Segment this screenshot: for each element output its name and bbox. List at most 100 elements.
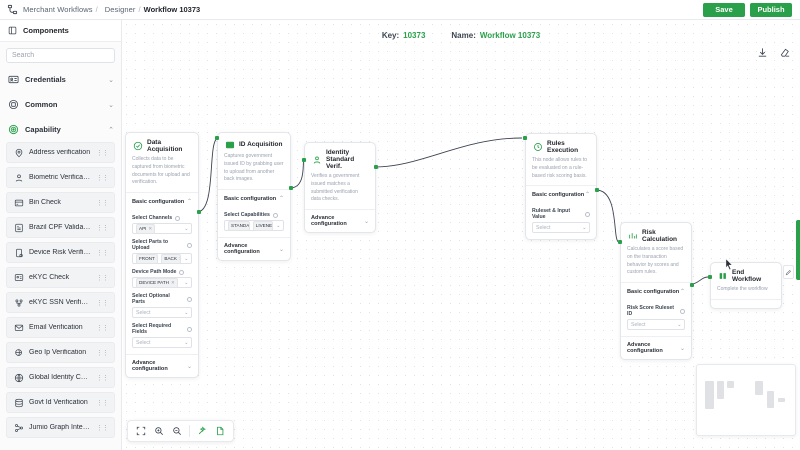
- node-port-output[interactable]: [374, 165, 378, 169]
- device-path-mode-input[interactable]: DEVICE PATH✕ ⌄: [132, 277, 192, 288]
- tag-chip[interactable]: API✕: [136, 223, 156, 234]
- remove-tag-icon[interactable]: ✕: [148, 225, 153, 231]
- node-section-basic-configuration[interactable]: Basic configuration ⌃: [526, 185, 596, 203]
- sidebar-item-bin-check[interactable]: Bin Check ⋮⋮: [6, 192, 115, 213]
- sidebar-item-address-verification[interactable]: Address verification ⋮⋮: [6, 142, 115, 163]
- chevron-down-icon[interactable]: ⌄: [108, 76, 114, 84]
- info-icon[interactable]: [187, 296, 192, 302]
- node-end-workflow[interactable]: End Workflow Complete the workflow: [710, 262, 782, 309]
- drag-handle-icon[interactable]: ⋮⋮: [96, 299, 109, 307]
- select-optional-parts-select[interactable]: Select ⌄: [132, 307, 192, 318]
- info-icon[interactable]: [179, 269, 185, 275]
- sidebar-item-jumio-graph-integration[interactable]: Jumio Graph Integra... ⋮⋮: [6, 417, 115, 438]
- download-icon[interactable]: [756, 46, 769, 59]
- chevron-down-icon[interactable]: ⌄: [276, 222, 280, 229]
- breadcrumb-designer[interactable]: Designer: [104, 5, 136, 14]
- chevron-down-icon[interactable]: ⌄: [184, 339, 188, 346]
- edit-pencil-icon[interactable]: [783, 265, 794, 279]
- node-risk-calculation[interactable]: Risk Calculation Calculates a score base…: [620, 222, 692, 360]
- node-section-advance-configuration[interactable]: Advance configuration ⌄: [305, 209, 375, 232]
- node-port-input[interactable]: [618, 240, 622, 244]
- drag-handle-icon[interactable]: ⋮⋮: [96, 199, 109, 207]
- drag-handle-icon[interactable]: ⋮⋮: [96, 399, 109, 407]
- select-parts-to-upload-input[interactable]: FRONT✕ BACK✕ ⌄: [132, 253, 192, 264]
- chevron-down-icon[interactable]: ⌄: [677, 321, 681, 328]
- select-channels-input[interactable]: API✕ ⌄: [132, 223, 192, 234]
- chevron-up-icon[interactable]: ⌃: [186, 199, 192, 205]
- node-port-input[interactable]: [215, 136, 219, 140]
- publish-button[interactable]: Publish: [750, 2, 792, 17]
- info-icon[interactable]: [680, 308, 685, 314]
- chevron-up-icon[interactable]: ⌃: [278, 196, 284, 202]
- tag-chip[interactable]: STANDARD✕: [228, 220, 250, 231]
- node-port-input[interactable]: [708, 275, 712, 279]
- chevron-down-icon[interactable]: ⌄: [184, 225, 188, 232]
- drag-handle-icon[interactable]: ⋮⋮: [96, 249, 109, 257]
- sidebar-group-credentials[interactable]: Credentials ⌄: [0, 67, 121, 92]
- right-panel-handle[interactable]: [796, 220, 800, 280]
- sidebar-item-global-identity-check[interactable]: Global Identity Check ⋮⋮: [6, 367, 115, 388]
- sidebar-item-geo-ip-verification[interactable]: Geo Ip Verification ⋮⋮: [6, 342, 115, 363]
- node-section-advance-configuration[interactable]: Advance configuration ⌄: [218, 237, 290, 260]
- node-data-acquisition[interactable]: Data Acquisition Collects data to be cap…: [125, 132, 199, 378]
- sidebar-item-ekyc-ssn-verification[interactable]: eKYC SSN Verification ⋮⋮: [6, 292, 115, 313]
- drag-handle-icon[interactable]: ⋮⋮: [96, 324, 109, 332]
- search-input[interactable]: Search: [6, 48, 115, 63]
- remove-tag-icon[interactable]: ✕: [179, 256, 180, 262]
- chevron-down-icon[interactable]: ⌄: [186, 363, 192, 370]
- chevron-down-icon[interactable]: ⌄: [184, 309, 188, 316]
- tag-chip[interactable]: DEVICE PATH✕: [136, 277, 178, 288]
- drag-handle-icon[interactable]: ⋮⋮: [96, 349, 109, 357]
- sidebar-item-email-verification[interactable]: Email Verification ⋮⋮: [6, 317, 115, 338]
- canvas-minimap[interactable]: [696, 364, 796, 436]
- node-port-input[interactable]: [302, 158, 306, 162]
- drag-handle-icon[interactable]: ⋮⋮: [96, 174, 109, 182]
- drag-handle-icon[interactable]: ⋮⋮: [96, 149, 109, 157]
- chevron-down-icon[interactable]: ⌄: [278, 246, 284, 253]
- tag-chip[interactable]: LIVENESS✕: [252, 220, 274, 231]
- risk-score-ruleset-id-select[interactable]: Select ⌄: [627, 319, 685, 330]
- node-id-acquisition[interactable]: ID Acquisition Captures government issue…: [217, 132, 291, 261]
- ruleset-input-value-select[interactable]: Select ⌄: [532, 222, 590, 234]
- chevron-up-icon[interactable]: ⌃: [584, 192, 590, 199]
- node-section-advance-configuration[interactable]: Advance configuration ⌄: [126, 354, 198, 377]
- chevron-down-icon[interactable]: ⌄: [679, 345, 685, 352]
- tag-chip[interactable]: BACK✕: [161, 253, 182, 264]
- chevron-down-icon[interactable]: ⌄: [108, 101, 114, 109]
- sidebar-item-device-risk-verification[interactable]: Device Risk Verificati... ⋮⋮: [6, 242, 115, 263]
- sidebar-item-brazil-cpf-validation[interactable]: Brazil CPF Validation ⋮⋮: [6, 217, 115, 238]
- node-port-output[interactable]: [690, 283, 694, 287]
- auto-layout-icon[interactable]: [193, 422, 211, 440]
- chevron-down-icon[interactable]: ⌄: [184, 255, 188, 262]
- workflow-canvas[interactable]: Key:10373 Name:Workflow 10373: [122, 20, 800, 450]
- drag-handle-icon[interactable]: ⋮⋮: [96, 274, 109, 282]
- node-section-basic-configuration[interactable]: Basic configuration ⌃: [218, 189, 290, 207]
- info-icon[interactable]: [272, 212, 278, 218]
- info-icon[interactable]: [187, 326, 192, 332]
- drag-handle-icon[interactable]: ⋮⋮: [96, 224, 109, 232]
- sidebar-item-govt-id-verification[interactable]: Govt Id Verification ⋮⋮: [6, 392, 115, 413]
- node-rules-execution[interactable]: Rules Execution This node allows rules t…: [525, 133, 597, 241]
- remove-tag-icon[interactable]: ✕: [170, 279, 175, 285]
- save-button[interactable]: Save: [703, 2, 745, 17]
- remove-tag-icon[interactable]: ✕: [157, 256, 158, 262]
- drag-handle-icon[interactable]: ⋮⋮: [96, 424, 109, 432]
- select-required-fields-select[interactable]: Select ⌄: [132, 337, 192, 348]
- node-section-basic-configuration[interactable]: Basic configuration ⌃: [621, 282, 691, 300]
- node-section-basic-configuration[interactable]: Basic configuration ⌃: [126, 192, 198, 210]
- chevron-down-icon[interactable]: ⌄: [582, 224, 586, 231]
- node-port-output[interactable]: [289, 186, 293, 190]
- zoom-out-icon[interactable]: [168, 422, 186, 440]
- chevron-down-icon[interactable]: ⌄: [184, 279, 188, 286]
- duplicate-icon[interactable]: [211, 422, 229, 440]
- chevron-up-icon[interactable]: ⌃: [679, 289, 685, 295]
- chevron-down-icon[interactable]: ⌄: [363, 218, 369, 225]
- zoom-in-icon[interactable]: [150, 422, 168, 440]
- info-icon[interactable]: [175, 215, 181, 221]
- select-capabilities-input[interactable]: STANDARD✕ LIVENESS✕ ⌄: [224, 220, 284, 231]
- drag-handle-icon[interactable]: ⋮⋮: [96, 374, 109, 382]
- sidebar-item-ekyc-check[interactable]: eKYC Check ⋮⋮: [6, 267, 115, 288]
- node-port-output[interactable]: [595, 188, 599, 192]
- sidebar-group-capability[interactable]: Capability ⌃: [0, 117, 121, 142]
- info-icon[interactable]: [187, 242, 192, 248]
